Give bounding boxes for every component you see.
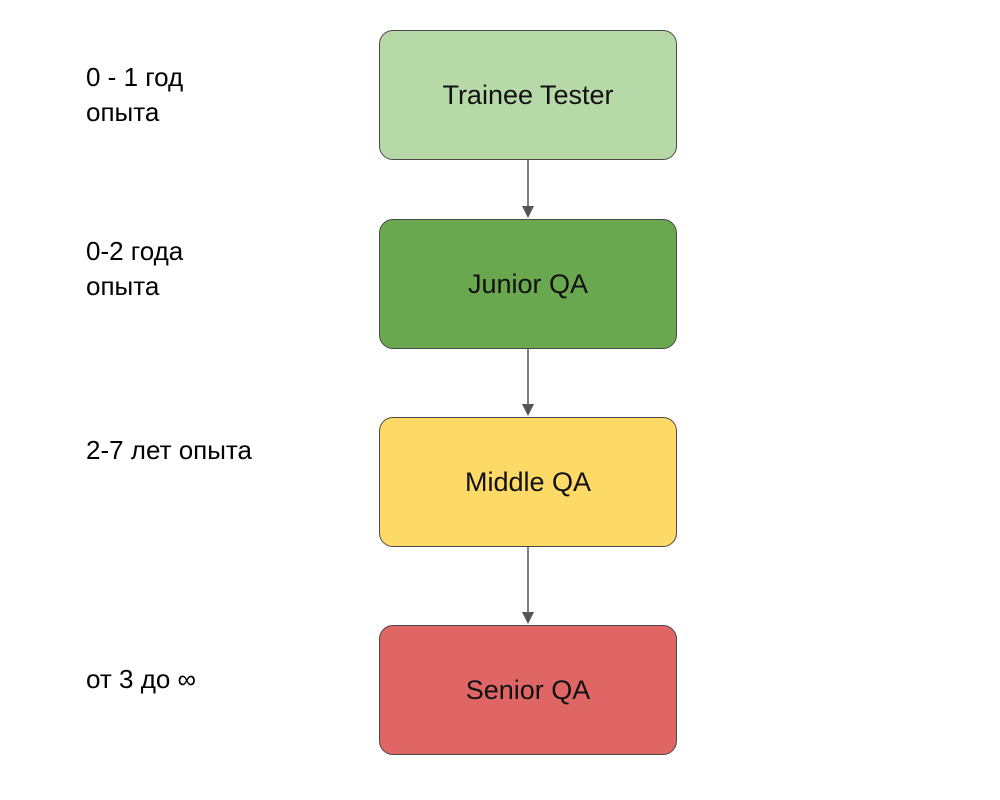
level-box-middle: Middle QA	[379, 417, 677, 547]
level-name-trainee: Trainee Tester	[442, 79, 614, 110]
experience-label-senior: от 3 до ∞	[86, 664, 197, 694]
arrow-head-junior-to-middle	[522, 404, 534, 416]
level-name-junior: Junior QA	[467, 268, 589, 299]
experience-label-junior: 0-2 года опыта	[86, 236, 184, 301]
level-name-middle: Middle QA	[464, 466, 592, 497]
level-box-junior: Junior QA	[379, 219, 677, 349]
experience-label-middle: 2-7 лет опыта	[86, 435, 253, 465]
experience-label-trainee: 0 - 1 год опыта	[86, 62, 184, 127]
level-box-trainee: Trainee Tester	[379, 30, 677, 160]
level-name-senior: Senior QA	[465, 674, 591, 705]
arrow-head-middle-to-senior	[522, 612, 534, 624]
arrow-head-trainee-to-junior	[522, 206, 534, 218]
level-box-senior: Senior QA	[379, 625, 677, 755]
